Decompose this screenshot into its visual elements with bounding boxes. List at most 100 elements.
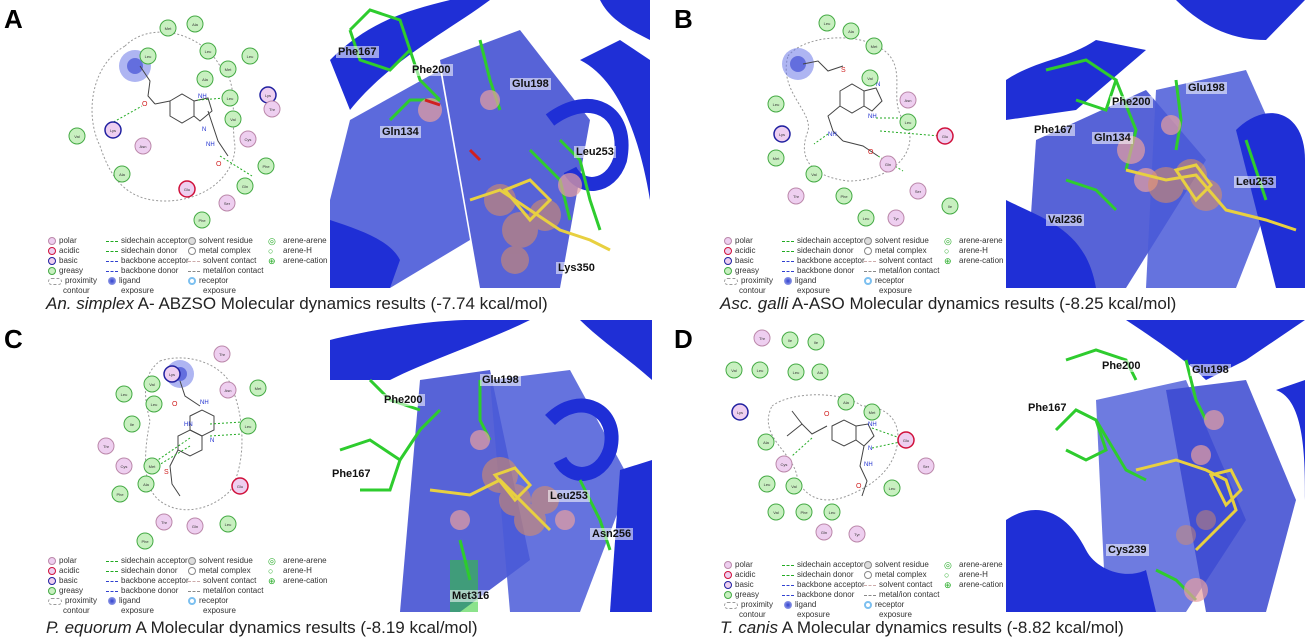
legend-label: backbone donor [121,266,179,275]
legend-label: sidechain donor [121,246,178,255]
proximity-contour-icon [724,601,738,609]
legend-label: basic [59,256,78,265]
legend-label: arene-H [283,566,312,575]
residue-label: Met316 [450,590,492,602]
svg-text:Leu: Leu [145,54,152,59]
panel-letter: D [674,324,693,354]
backbone-acceptor-icon [782,260,794,262]
svg-text:HN: HN [184,422,193,428]
svg-text:Ala: Ala [843,400,850,405]
legend-label: backbone acceptor [121,256,189,265]
svg-text:Ile: Ile [788,338,793,343]
sidechain-donor-icon [106,570,118,572]
legend-label: solvent contact [879,256,933,265]
legend-label: sidechain acceptor [121,236,188,245]
basic-swatch-icon [48,257,56,265]
svg-text:Leu: Leu [151,402,158,407]
svg-text:Leu: Leu [757,368,764,373]
polar-swatch-icon [724,561,732,569]
legend-label: proximity [65,276,98,285]
svg-text:Asn: Asn [905,98,912,103]
svg-text:Phe: Phe [262,164,270,169]
backbone-donor-icon [106,270,118,272]
svg-text:Thr: Thr [759,336,766,341]
receptor-exposure-icon [864,601,872,609]
residue-label: Phe167 [1032,124,1075,136]
svg-text:Leu: Leu [227,96,234,101]
arene-arene-icon: ◎ [944,560,952,570]
svg-text:N: N [876,82,880,88]
legend-label: polar [59,236,77,245]
svg-text:Thr: Thr [219,352,226,357]
legend-label: metal complex [875,570,927,579]
svg-text:Leu: Leu [205,49,212,54]
legend-label: arene-H [959,246,988,255]
residue-label: Gln134 [1092,132,1133,144]
sidechain-donor-icon [782,250,794,252]
legend-label: greasy [735,266,760,275]
svg-text:Leu: Leu [247,54,254,59]
receptor-exposure-icon [188,277,196,285]
legend-label: arene-cation [283,256,328,265]
legend-label: exposure [879,610,912,619]
legend-label: ligand [795,600,817,609]
species-name: Asc. galli [720,294,789,313]
legend-label: polar [735,560,753,569]
arene-h-icon: ○ [944,246,950,256]
svg-text:Met: Met [773,156,781,161]
legend-label: basic [735,256,754,265]
solvent-residue-icon [188,557,196,565]
svg-text:Val: Val [811,172,817,177]
svg-text:Leu: Leu [773,102,780,107]
svg-text:Thr: Thr [269,107,276,112]
svg-text:Ile: Ile [130,422,135,427]
svg-text:N: N [210,438,214,444]
solvent-contact-icon [188,260,200,262]
proximity-contour-icon [724,277,738,285]
backbone-donor-icon [782,594,794,596]
legend-label: backbone donor [121,586,179,595]
receptor-exposure-icon [188,597,196,605]
residue-label: Phe200 [1110,96,1153,108]
svg-text:Ser: Ser [224,201,231,206]
ligand-exposure-icon [784,601,792,609]
svg-text:Glu: Glu [942,134,948,139]
svg-text:Leu: Leu [889,486,896,491]
legend-label: contour [739,610,766,619]
backbone-acceptor-icon [782,584,794,586]
svg-text:Phe: Phe [116,492,124,497]
svg-text:Thr: Thr [161,520,168,525]
legend-label: metal complex [199,246,251,255]
svg-text:Cys: Cys [121,464,128,469]
legend-label: acidic [59,246,80,255]
sidechain-acceptor-icon [782,240,794,242]
svg-text:Met: Met [225,67,233,72]
svg-text:Thr: Thr [103,444,110,449]
legend-label: receptor [199,596,229,605]
legend-label: arene-arene [959,560,1003,569]
legend-label: exposure [797,286,830,295]
svg-text:S: S [841,67,846,74]
legend-label: metal/ion contact [879,590,940,599]
svg-text:Tyr: Tyr [854,532,860,537]
svg-text:Phe: Phe [198,218,206,223]
panel-caption: T. canis A Molecular dynamics results (-… [720,618,1124,638]
arene-h-icon: ○ [944,570,950,580]
svg-text:O: O [142,101,148,108]
basic-swatch-icon [724,257,732,265]
polar-swatch-icon [48,237,56,245]
svg-text:Leu: Leu [793,370,800,375]
svg-text:NH: NH [200,400,209,406]
legend-label: metal/ion contact [203,586,264,595]
panel-caption: An. simplex A- ABZSO Molecular dynamics … [46,294,548,314]
svg-text:Gln: Gln [242,184,248,189]
legend-label: arene-cation [959,256,1004,265]
residue-label: Phe167 [336,46,379,58]
svg-text:Thr: Thr [793,194,800,199]
metal-complex-icon [188,567,196,575]
acidic-swatch-icon [48,247,56,255]
legend-label: ligand [795,276,817,285]
svg-text:Cys: Cys [245,137,252,142]
